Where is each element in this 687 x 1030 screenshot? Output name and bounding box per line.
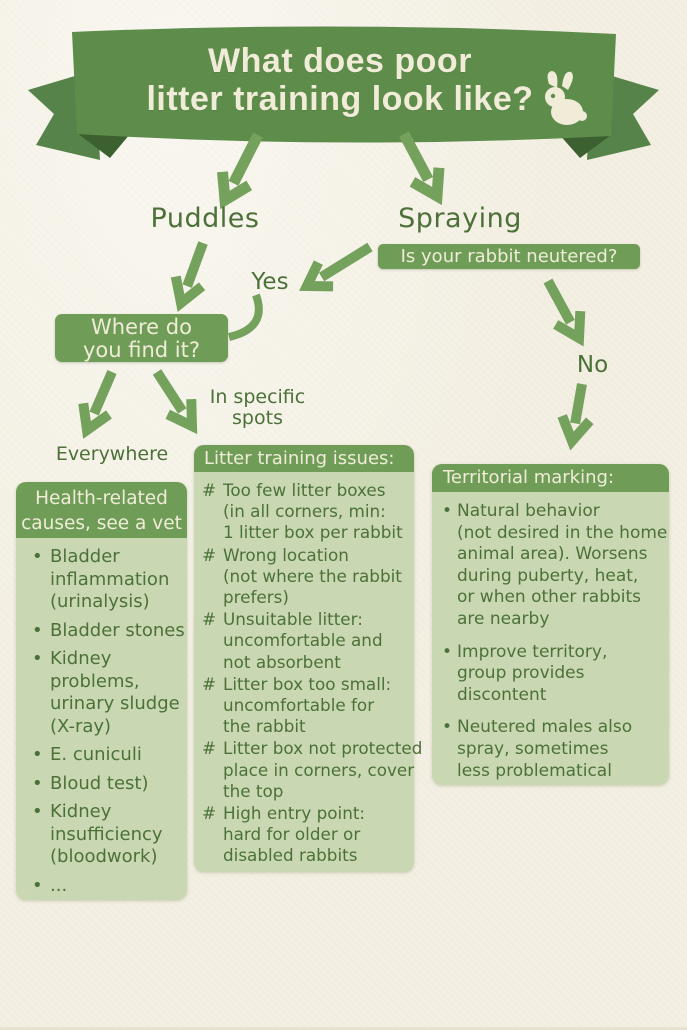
list-item: •...: [32, 874, 68, 896]
hash-icon: #: [202, 544, 217, 565]
list-item: •Neutered males also spray, sometimes le…: [442, 717, 633, 781]
label-puddles: Puddles: [150, 203, 260, 234]
list-item: #Wrong location (not where the rabbit pr…: [202, 544, 402, 608]
list-item: #Unsuitable litter: uncomfortable and no…: [202, 609, 383, 672]
list-item: #Litter box not protected place in corne…: [202, 738, 423, 801]
label-in-specific-spots: In specific spots: [209, 386, 306, 429]
arrow-where-to-specific: [152, 369, 198, 435]
litter-issues-box: Litter training issues: #Too few litter …: [194, 445, 422, 872]
bullet-icon: •: [32, 772, 43, 794]
list-item: •Bladder stones: [32, 619, 185, 641]
arrow-banner-to-puddles: [217, 132, 263, 210]
list-item: #High entry point: hard for older or dis…: [202, 803, 366, 866]
label-spraying: Spraying: [398, 203, 522, 234]
arrow-neutered-to-yes: [299, 242, 373, 292]
bullet-icon: •: [442, 501, 453, 521]
health-causes-header: Health-related causes, see a vet: [16, 482, 187, 538]
list-item: •Improve territory, group provides disco…: [442, 641, 608, 705]
ribbon-band: [72, 26, 616, 143]
litter-issues-header: Litter training issues:: [194, 445, 414, 472]
neutered-question-box: Is your rabbit neutered?: [378, 244, 640, 269]
hash-icon: #: [202, 738, 217, 759]
banner-title: What does poor litter training look like…: [146, 42, 534, 118]
list-item: •Bloud test): [32, 772, 149, 794]
list-item: •Kidney insufficiency (bloodwork): [32, 801, 163, 867]
list-item: #Litter box too small: uncomfortable for…: [202, 673, 392, 737]
list-item: •E. cuniculi: [32, 744, 142, 765]
bullet-icon: •: [32, 619, 43, 641]
label-everywhere: Everywhere: [55, 443, 169, 465]
list-item: •Bladder inflammation (urinalysis): [32, 546, 170, 612]
hash-icon: #: [202, 803, 217, 824]
banner-ribbon: [28, 26, 659, 160]
ribbon-left-fold: [77, 133, 130, 158]
yes-curve-connector: [227, 293, 263, 341]
territorial-marking-header: Territorial marking:: [432, 464, 669, 492]
bullet-icon: •: [32, 546, 43, 567]
health-causes-list: •Bladder inflammation (urinalysis) •Blad…: [16, 538, 187, 911]
bullet-icon: •: [32, 801, 43, 822]
bullet-icon: •: [442, 641, 453, 662]
arrow-no-to-territorial: [557, 383, 594, 451]
bullet-icon: •: [32, 874, 43, 896]
territorial-marking-box: Territorial marking: •Natural behavior (…: [432, 464, 669, 785]
litter-issues-list: #Too few litter boxes (in all corners, m…: [194, 472, 423, 876]
label-yes: Yes: [251, 269, 289, 295]
health-causes-box: Health-related causes, see a vet •Bladde…: [16, 482, 187, 900]
list-item: #Too few litter boxes (in all corners, m…: [202, 480, 403, 543]
bullet-icon: •: [442, 717, 453, 738]
hash-icon: #: [202, 480, 217, 500]
rabbit-icon: [545, 71, 587, 125]
arrow-where-to-everywhere: [78, 370, 117, 439]
list-item: •Kidney problems, urinary sludge (X-ray): [32, 648, 180, 737]
label-no: No: [576, 352, 609, 378]
territorial-marking-list: •Natural behavior (not desired in the ho…: [432, 492, 669, 801]
arrow-puddles-to-where: [170, 241, 208, 313]
bullet-icon: •: [32, 648, 43, 669]
where-question-box: Where do you find it?: [55, 314, 228, 362]
arrow-neutered-to-no: [543, 278, 586, 347]
bullet-icon: •: [32, 744, 43, 765]
hash-icon: #: [202, 673, 217, 694]
arrow-banner-to-spraying: [399, 131, 445, 206]
ribbon-right-fold: [558, 133, 611, 158]
hash-icon: #: [202, 609, 217, 630]
list-item: •Natural behavior (not desired in the ho…: [442, 501, 668, 629]
